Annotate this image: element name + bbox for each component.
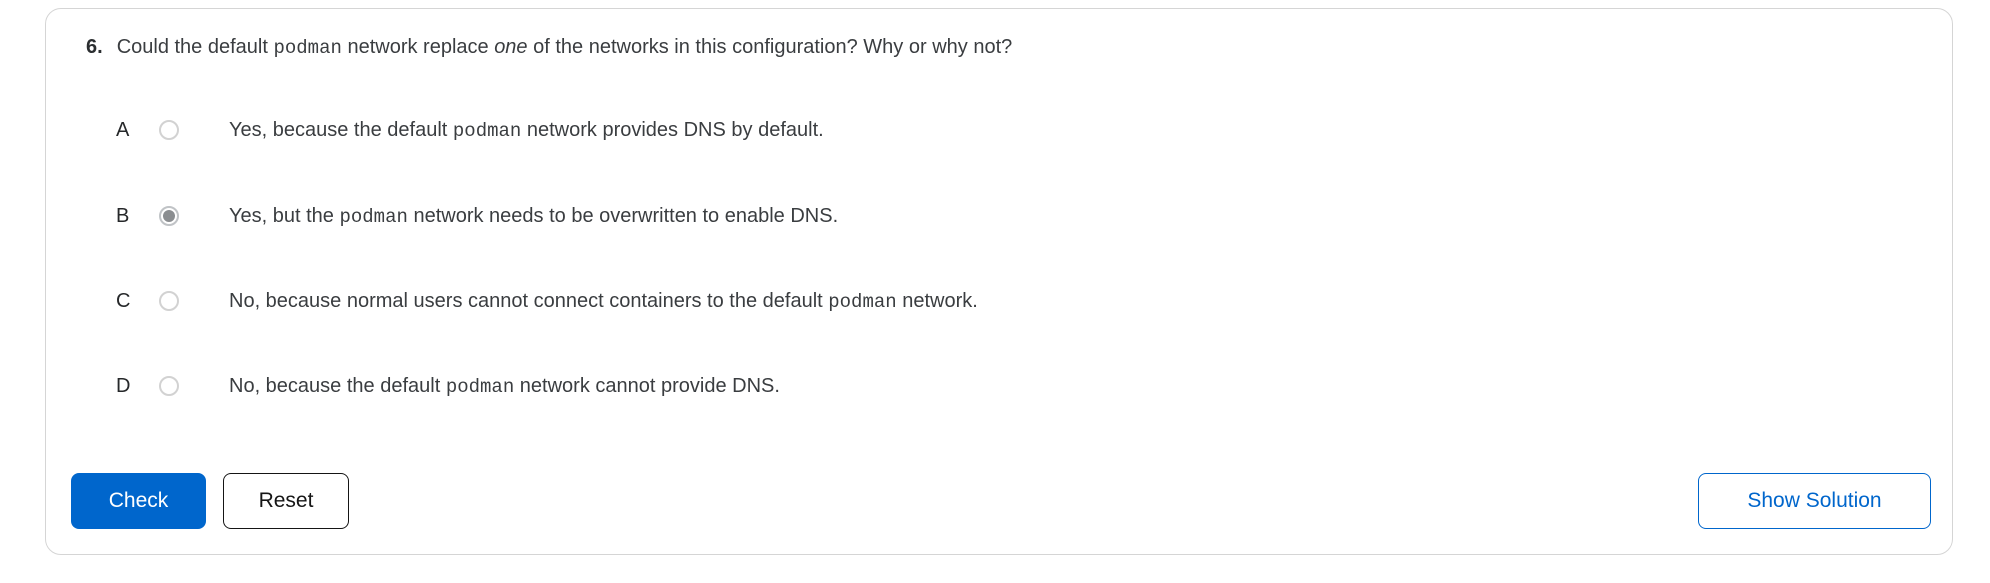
radio-button[interactable] <box>159 206 179 226</box>
option-text: Yes, because the default podman network … <box>229 118 824 142</box>
option-text: Yes, but the podman network needs to be … <box>229 204 839 228</box>
option-text: No, because normal users cannot connect … <box>229 289 978 313</box>
question: 6. Could the default podman network repla… <box>86 33 1012 62</box>
check-button[interactable]: Check <box>71 473 206 529</box>
option-row-b[interactable]: B Yes, but the podman network needs to b… <box>116 199 838 233</box>
radio-button[interactable] <box>159 376 179 396</box>
show-solution-button[interactable]: Show Solution <box>1698 473 1931 529</box>
option-letter: D <box>116 374 131 397</box>
question-number: 6. <box>86 36 103 58</box>
option-row-a[interactable]: A Yes, because the default podman networ… <box>116 113 824 147</box>
quiz-card: 6. Could the default podman network repla… <box>45 8 1953 555</box>
reset-button[interactable]: Reset <box>223 473 349 529</box>
option-letter: B <box>116 204 130 227</box>
radio-button[interactable] <box>159 120 179 140</box>
option-letter: C <box>116 289 131 312</box>
question-text: Could the default podman network replace… <box>116 36 1013 59</box>
option-letter: A <box>116 118 130 141</box>
option-row-d[interactable]: D No, because the default podman network… <box>116 369 780 403</box>
option-row-c[interactable]: C No, because normal users cannot connec… <box>116 284 978 318</box>
option-text: No, because the default podman network c… <box>229 374 780 398</box>
radio-button[interactable] <box>159 291 179 311</box>
